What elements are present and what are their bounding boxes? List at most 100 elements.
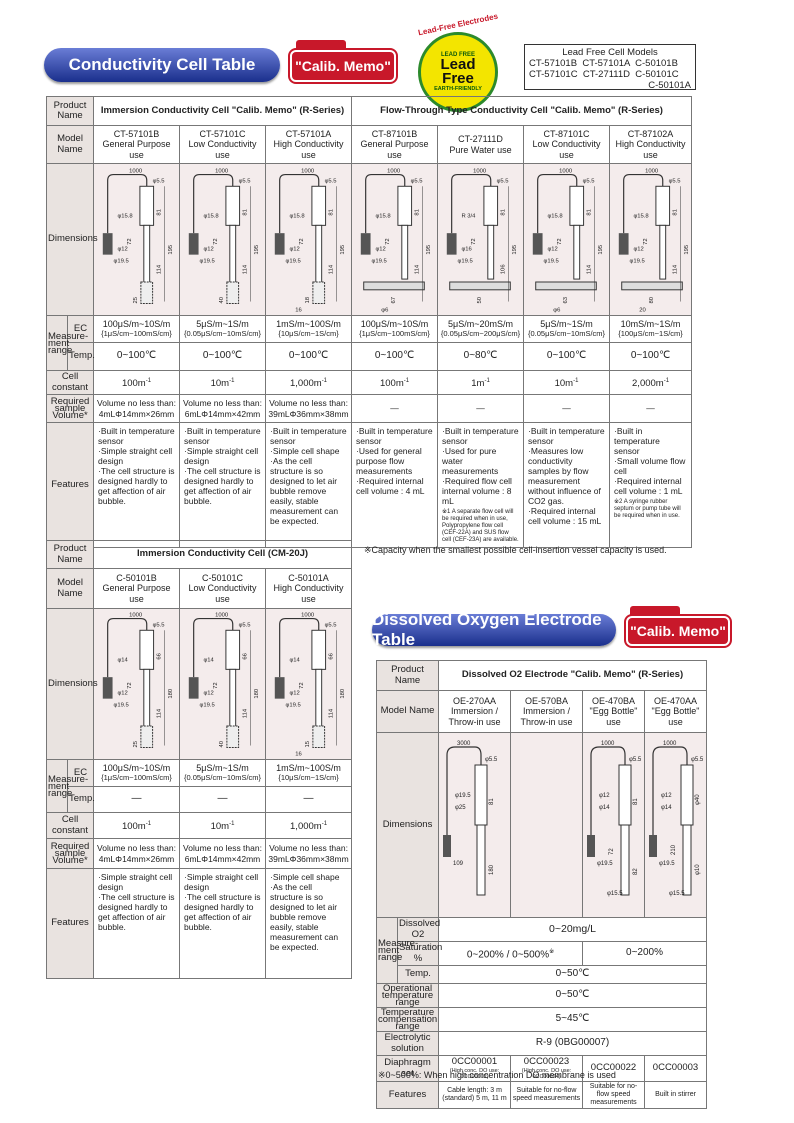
- feature-item: ·Required internal cell volume : 15 mL: [528, 506, 602, 526]
- dimension-label: 81: [242, 209, 248, 216]
- dimension-label: φ19.5: [458, 258, 474, 264]
- cable-line: [107, 173, 148, 233]
- cable-line: [590, 746, 626, 835]
- model-use: General Purpose use: [102, 583, 171, 604]
- connector-body: [587, 835, 596, 857]
- dimension-label: 180: [340, 688, 346, 699]
- electrode-stem: [659, 224, 667, 280]
- model-name: CT-87101B: [371, 128, 418, 139]
- feature-item: ·Simple cell shape: [270, 446, 340, 456]
- feature-item: ·Simple straight cell design: [184, 446, 259, 466]
- do-calib-memo-label: "Calib. Memo": [626, 616, 730, 646]
- dimension-label: φ15.5: [607, 891, 623, 897]
- cell-constant-unit: -1: [145, 820, 152, 827]
- sat1-sup: ※: [549, 948, 555, 955]
- features-cell: ·Simple straight cell design·The cell st…: [179, 868, 267, 979]
- feature-item: ·Required flow cell internal volume : 8 …: [442, 476, 512, 506]
- dimension-label: φ12: [117, 691, 127, 697]
- model-use: Low Conductivity use: [188, 139, 257, 160]
- product-name-label: Product Name: [45, 540, 95, 569]
- model-use: General Purpose use: [360, 139, 429, 160]
- ec-range-si: 5μS/m~1S/m: [196, 762, 249, 773]
- dimension-label: φ5.5: [239, 622, 252, 628]
- cell-constant-value: 10m: [210, 820, 230, 832]
- feature-cell: Suitable for no-flow speed measurements: [582, 1081, 646, 1109]
- cell-constant-unit: -1: [229, 820, 235, 827]
- dimension-label: 195: [684, 244, 690, 255]
- dimension-label: φ14: [203, 658, 214, 664]
- ec-range-si: 100μS/m~10S/m: [102, 318, 171, 329]
- cell-constant-value: 10m: [210, 377, 230, 389]
- model-name-label: Model Name: [45, 568, 95, 609]
- connector-body: [649, 835, 658, 857]
- feature-item: ·Measures low conductivity samples by fl…: [528, 446, 601, 506]
- conductivity-title-pill: Conductivity Cell Table: [44, 48, 280, 82]
- cable-line: [279, 173, 320, 233]
- diaphragm-code: 0CC00023: [523, 1056, 570, 1068]
- measurement-range-label: Measure-ment range: [376, 917, 418, 984]
- dimension-label: 20: [639, 307, 646, 313]
- do-value: 0~20mg/L: [438, 917, 708, 942]
- model-name-label: Model Name: [375, 690, 440, 733]
- feature-item: ·Simple cell shape: [270, 872, 340, 882]
- feature-item: ·Required internal cell volume : 1 mL: [614, 476, 683, 496]
- ec-range-si: 1mS/m~100S/m: [276, 318, 341, 329]
- temp-range-cell: 0~100℃: [523, 342, 611, 371]
- dimension-label: φ19.5: [630, 258, 646, 264]
- calib-memo-text: "Calib. Memo": [295, 58, 391, 74]
- dimension-label: 195: [598, 244, 604, 255]
- dimension-label: 195: [426, 244, 432, 255]
- saturation-value-immersion: 0~200% / 0~500%※: [438, 941, 584, 966]
- model-use: "Egg Bottle" use: [651, 706, 700, 727]
- electrode-head: [225, 629, 241, 670]
- badge-line1: Lead: [440, 56, 476, 73]
- dimension-label: φ19.5: [200, 258, 216, 264]
- dimension-label: 114: [586, 264, 592, 274]
- dimension-label: 106: [500, 264, 506, 274]
- cell-tip: [226, 725, 240, 748]
- feature-item: ·Simple straight cell design: [184, 872, 259, 892]
- cell-constant-unit: -1: [403, 377, 410, 384]
- model-use: Immersion / Throw-in use: [448, 706, 501, 727]
- connector-body: [274, 677, 285, 699]
- dimension-label: φ19.5: [455, 793, 471, 799]
- electrode-head: [483, 185, 499, 226]
- cell-constant-unit: -1: [321, 820, 328, 827]
- cell-constant-value: 10m: [554, 377, 574, 389]
- feature-cell: Suitable for no-flow speed measurements: [510, 1081, 584, 1109]
- features-cell: ·Built in temperature sensor·Simple cell…: [265, 422, 353, 548]
- dimension-label: 180: [168, 688, 174, 699]
- ec-range-cell: 5μS/m~1S/m{0.05μS/cm~10mS/cm}: [179, 315, 267, 343]
- connector-body: [102, 677, 113, 699]
- dimension-label: φ40: [695, 794, 701, 805]
- model-name: OE-470AA: [654, 695, 698, 706]
- memo-tab: [630, 606, 680, 616]
- cell-tip: [226, 281, 240, 304]
- ec-range-cgs: {0.05μS/cm~200μS/cm}: [440, 329, 521, 338]
- ec-range-si: 1mS/m~100S/m: [276, 762, 341, 773]
- memo-tab: [296, 40, 346, 50]
- dimensions-label: Dimensions: [45, 608, 98, 760]
- features-cell: ·Built in temperature sensor·Simple stra…: [93, 422, 181, 548]
- connector-body: [274, 232, 285, 255]
- dimension-label: 67: [391, 296, 397, 303]
- cell-constant-value: 1m: [471, 377, 485, 389]
- dimension-label: 66: [156, 653, 162, 660]
- lf-row: CT-57101B CT-57101A C-50101B: [529, 58, 678, 69]
- ec-range-si: 5μS/m~1S/m: [196, 318, 249, 329]
- dimension-label: 1000: [473, 168, 487, 174]
- badge-bottom: EARTH-FRIENDLY: [434, 86, 482, 92]
- dimension-label: 72: [299, 682, 305, 689]
- ec-range-cell: 100μS/m~10S/m{1μS/cm~100mS/cm}: [93, 315, 181, 343]
- dimension-label: 81: [328, 209, 334, 216]
- cell-constant-cell: 10m-1: [179, 370, 267, 395]
